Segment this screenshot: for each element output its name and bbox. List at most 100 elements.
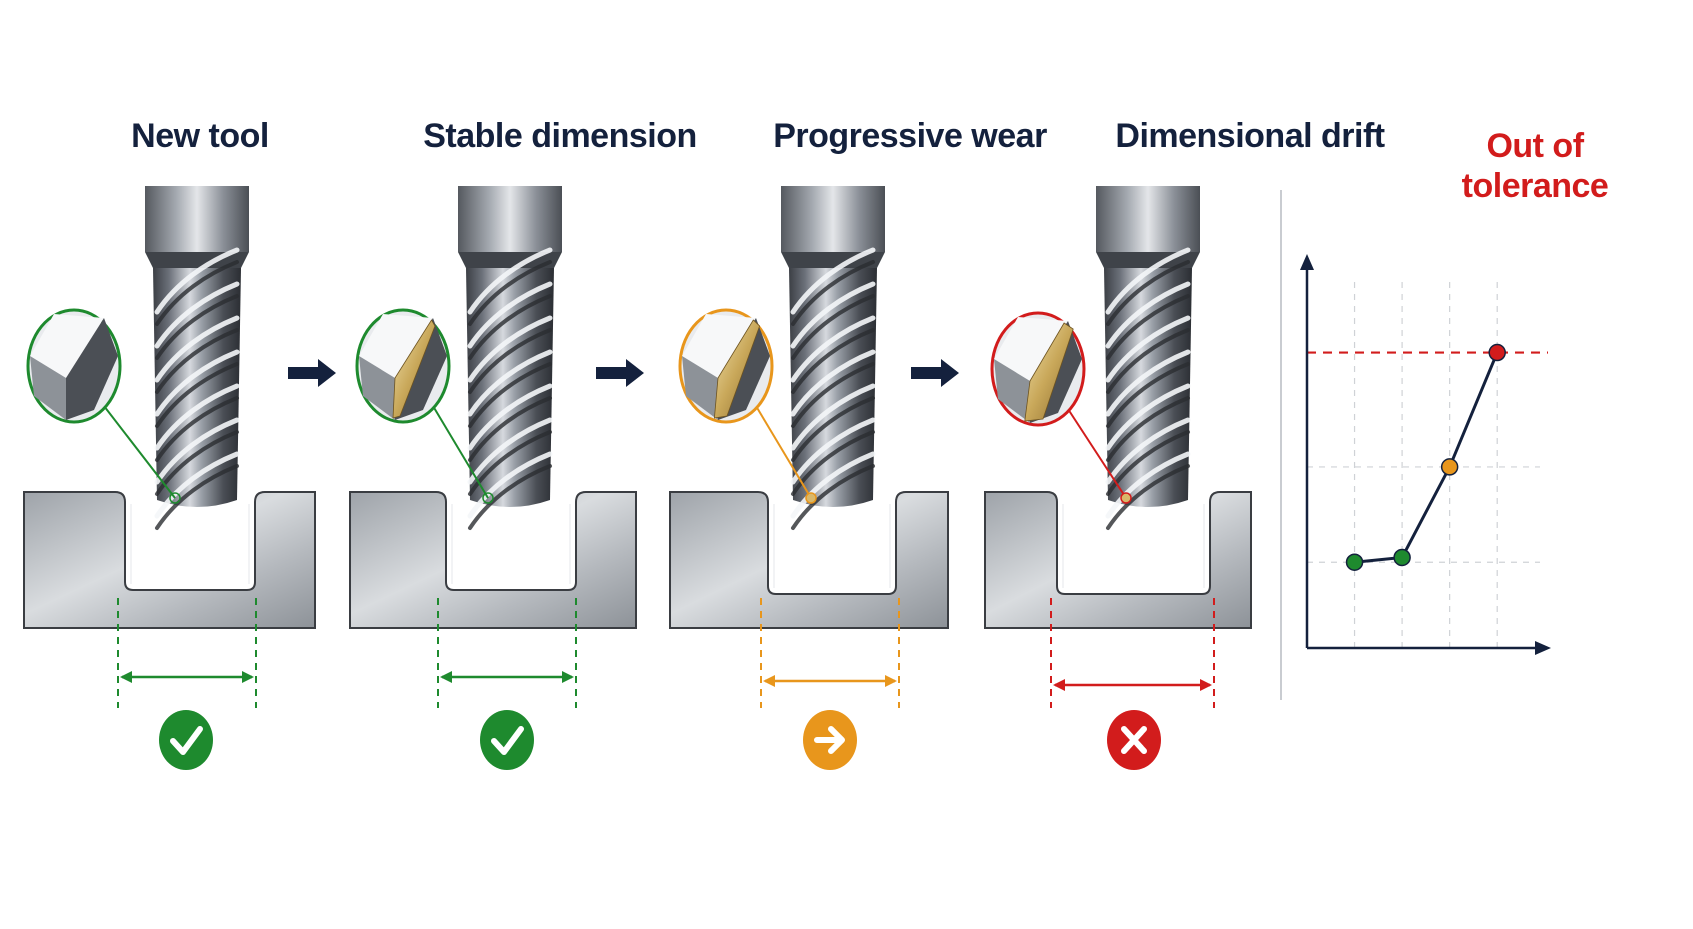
edge-face-top <box>994 317 1068 381</box>
tool-flute-shadow <box>791 294 875 360</box>
end-mill-tool <box>458 186 562 530</box>
tool-flute <box>790 417 876 485</box>
tool-flute-shadow <box>791 328 875 394</box>
cutting-edge-marker <box>482 492 494 504</box>
tool-flute <box>1105 247 1191 315</box>
end-mill-tool <box>145 186 249 530</box>
leader-line <box>432 405 489 499</box>
dimension-arrowhead-right <box>885 675 897 687</box>
edge-face-top <box>30 314 104 378</box>
tool-flute-shadow <box>791 464 875 530</box>
tool-flute-shadow <box>1106 396 1190 462</box>
edge-face-left <box>359 356 395 420</box>
tool-flute-shadow <box>791 396 875 462</box>
dimension-arrowhead-left <box>1053 679 1065 691</box>
workpiece-block <box>984 491 1252 629</box>
data-point <box>1440 458 1459 476</box>
tolerance-chart <box>1300 254 1551 655</box>
tool-shank <box>458 186 562 252</box>
y-axis-arrowhead <box>1300 254 1314 270</box>
leader-line <box>103 405 176 499</box>
tool-flute-shadow <box>468 362 552 428</box>
tool-flute <box>1105 281 1191 349</box>
edge-magnifier <box>26 308 122 424</box>
dimension-arrowhead-right <box>242 671 254 683</box>
tool-flute <box>467 281 553 349</box>
tool-flute <box>467 383 553 451</box>
stage-title-dimensional-drift: Dimensional drift <box>1115 117 1385 155</box>
edge-face-top <box>682 314 756 378</box>
tool-flute <box>1105 349 1191 417</box>
tool-shank <box>781 186 885 252</box>
tool-flute-shadow <box>791 260 875 326</box>
cutting-edge-marker <box>1120 492 1132 504</box>
edge-face-left <box>30 356 66 420</box>
tool-flute-shadow <box>1106 260 1190 326</box>
tool-flute-shadow <box>155 294 239 360</box>
arrow-right-icon <box>803 710 857 770</box>
dimension-arrowhead-left <box>440 671 452 683</box>
tool-flute-shadow <box>155 328 239 394</box>
wear-land <box>392 319 436 419</box>
right-arrow-icon <box>288 359 336 387</box>
tool-flute <box>467 451 553 519</box>
tool-flute <box>790 281 876 349</box>
leader-line <box>1067 408 1127 499</box>
status-badge <box>480 710 534 770</box>
tool-flute-shadow <box>468 328 552 394</box>
data-point <box>1345 553 1364 571</box>
cutting-edge-marker <box>805 492 817 504</box>
tool-flute <box>790 451 876 519</box>
tool-flute <box>1105 315 1191 383</box>
stage-title-new-tool: New tool <box>131 117 269 155</box>
stage-4 <box>984 186 1252 770</box>
check-mark <box>491 726 524 755</box>
stage-1 <box>23 186 336 770</box>
tool-flute <box>154 247 240 315</box>
arrow-mark <box>814 726 845 754</box>
edge-face-right <box>66 318 118 420</box>
tool-flute-shadow <box>1106 362 1190 428</box>
workpiece-block <box>23 491 316 629</box>
wear-land <box>713 319 761 419</box>
data-point <box>1488 343 1506 362</box>
tool-flute <box>154 417 240 485</box>
out-of-tolerance-title-line2: tolerance <box>1461 167 1609 205</box>
tool-flute-shadow <box>155 260 239 326</box>
dimension-arrowhead-right <box>562 671 574 683</box>
cutting-edge-marker <box>169 492 181 504</box>
dimension-arrowhead-left <box>763 675 775 687</box>
tool-flute <box>154 383 240 451</box>
tool-flute <box>154 451 240 519</box>
tool-flute <box>467 417 553 485</box>
status-badge <box>159 710 213 770</box>
check-mark <box>170 726 203 755</box>
check-icon <box>480 710 534 770</box>
tool-flute <box>467 349 553 417</box>
edge-face-top <box>359 314 433 378</box>
edge-magnifier <box>355 308 451 424</box>
edge-magnifier <box>990 311 1086 427</box>
edge-magnifier <box>678 308 774 424</box>
tool-flute <box>790 247 876 315</box>
tool-flute <box>1105 417 1191 485</box>
out-of-tolerance-title-line1: Out of <box>1486 127 1584 165</box>
end-mill-tool <box>781 186 885 530</box>
tool-flute-shadow <box>1106 328 1190 394</box>
tool-flute-shadow <box>468 430 552 496</box>
dimension-arrowhead-right <box>1200 679 1212 691</box>
right-arrow-icon <box>911 359 959 387</box>
tool-flute-shadow <box>791 362 875 428</box>
tool-flute <box>790 383 876 451</box>
tool-flute <box>154 281 240 349</box>
tool-flute <box>1105 383 1191 451</box>
edge-face-left <box>994 359 1030 423</box>
tool-flute-shadow <box>1106 464 1190 530</box>
cross-icon <box>1107 710 1161 770</box>
stage-title-stable-dimension: Stable dimension <box>423 117 697 155</box>
tool-flute-shadow <box>468 294 552 360</box>
edge-face-left <box>682 356 718 420</box>
tool-flute-shadow <box>155 396 239 462</box>
tool-flute-shadow <box>1106 294 1190 360</box>
tool-flute <box>154 349 240 417</box>
